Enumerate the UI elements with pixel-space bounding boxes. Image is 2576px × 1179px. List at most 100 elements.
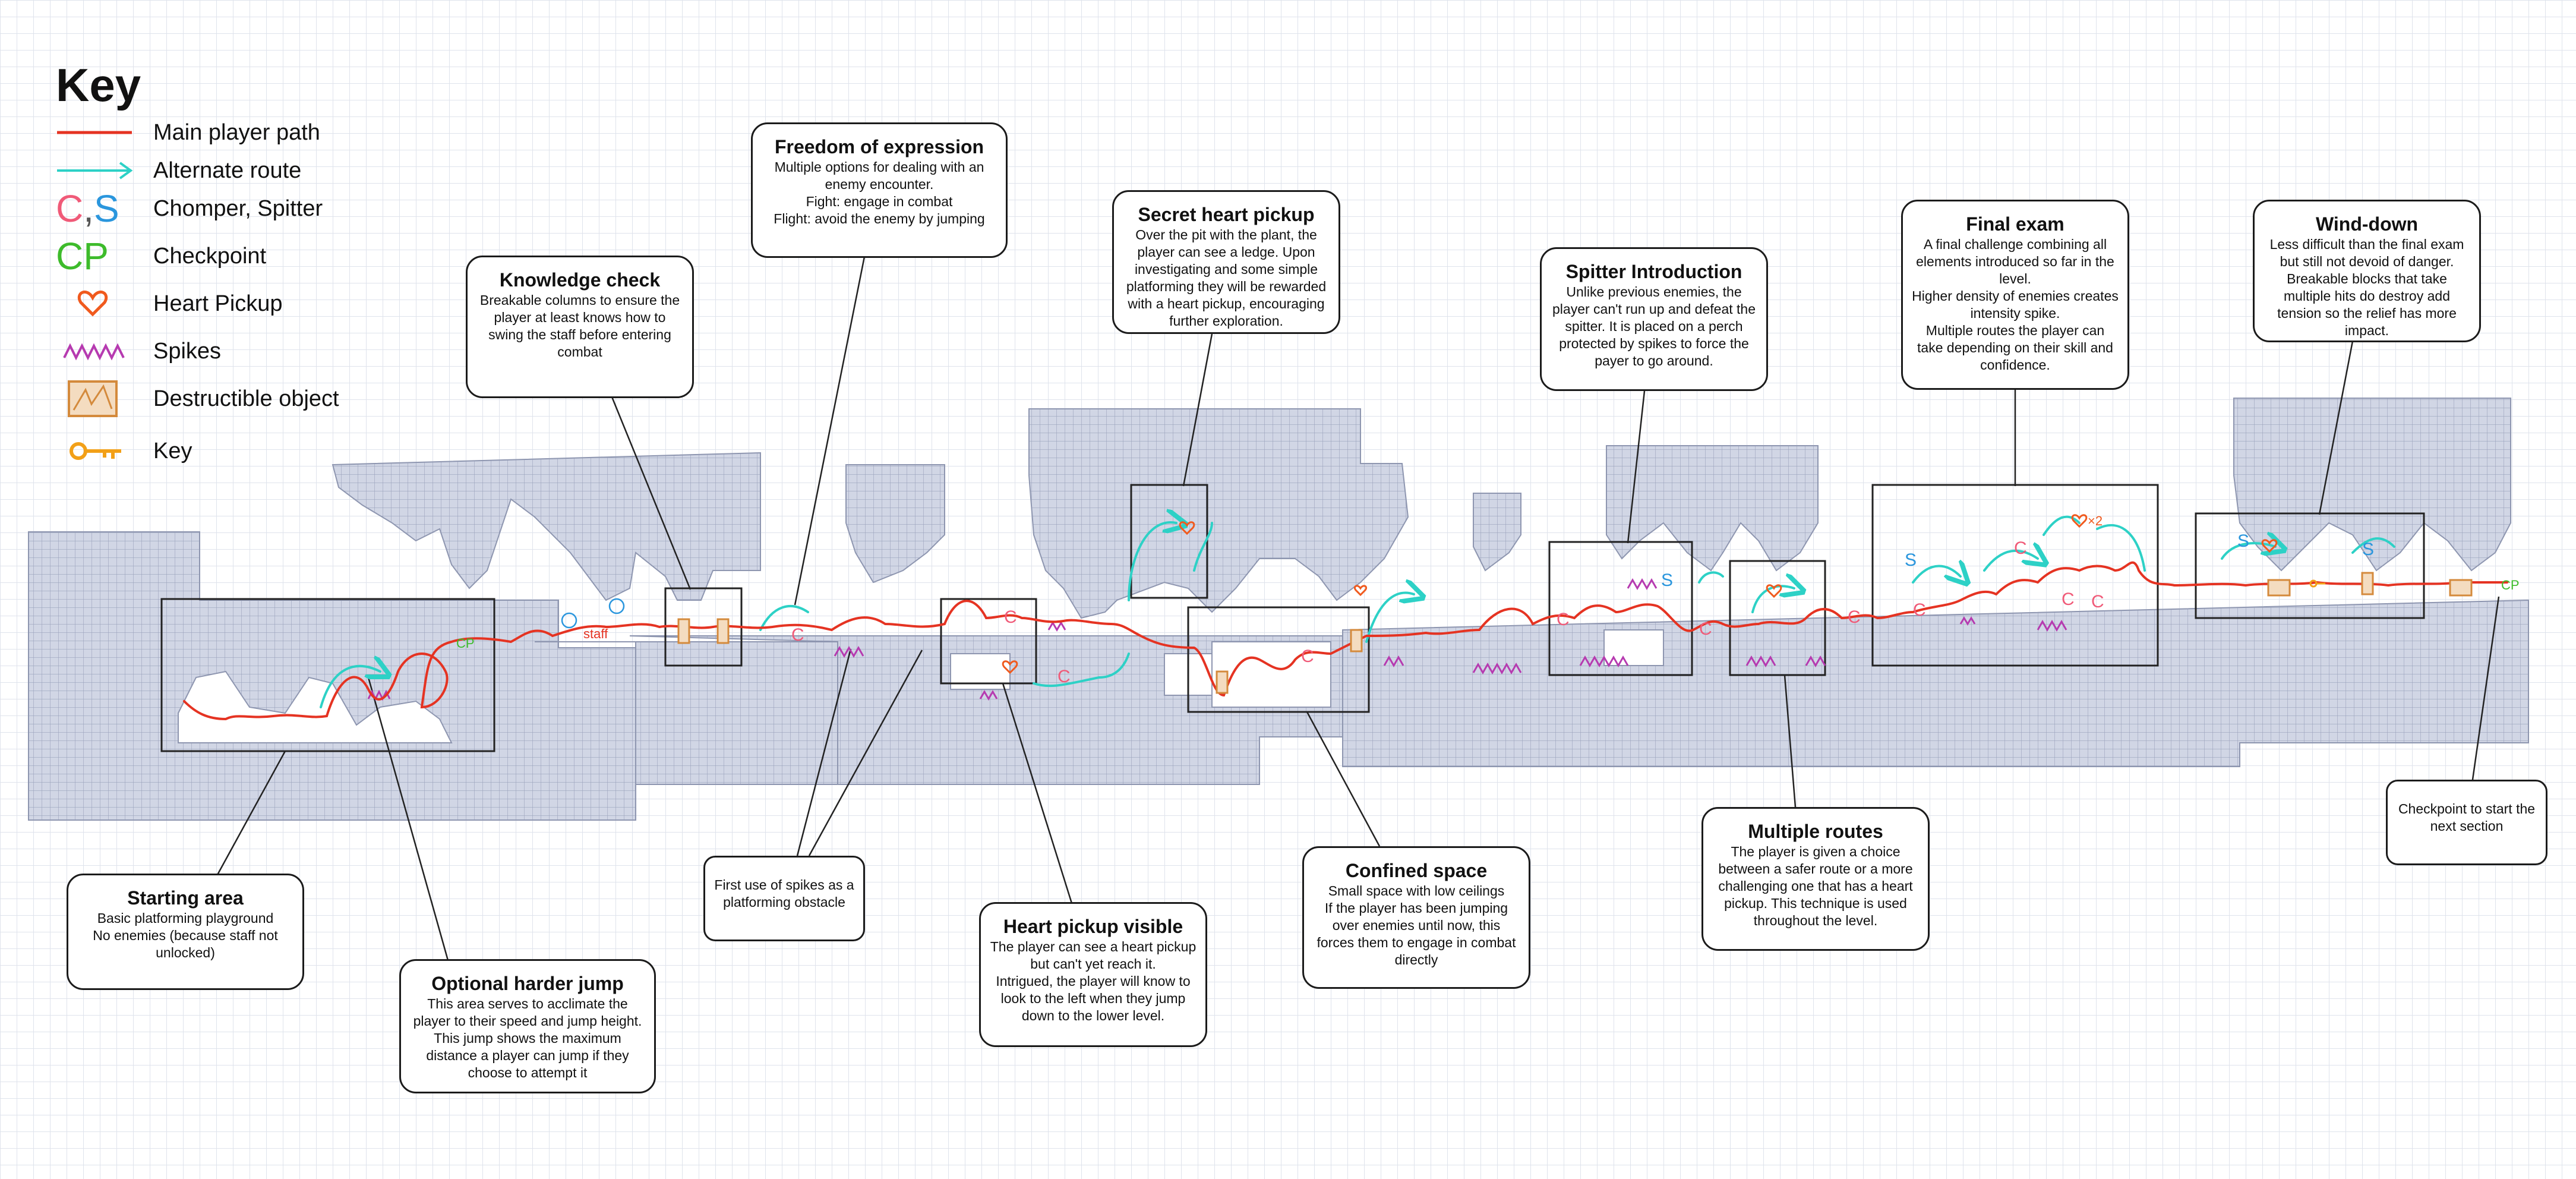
legend-heart: Heart Pickup: [56, 283, 283, 324]
heart-icon: [1179, 521, 1195, 535]
legend-destructible: Destructible object: [56, 378, 339, 420]
chomper-marker: C: [1004, 607, 1017, 627]
spitter-marker: S: [2237, 531, 2249, 551]
main-player-path: [183, 561, 2508, 721]
heart-icon: [1766, 584, 1782, 598]
legend-label: Key: [153, 438, 192, 464]
legend-label: Chomper, Spitter: [153, 196, 323, 221]
annotation-body: Basic platforming playground No enemies …: [93, 910, 278, 960]
crate-icon: [2361, 572, 2374, 595]
annotation-body: The player is given a choice between a s…: [1718, 844, 1913, 928]
annotation-wind-down: Wind-down Less difficult than the final …: [2253, 200, 2481, 342]
annotation-heart-visible: Heart pickup visible The player can see …: [979, 902, 1207, 1047]
chomper-marker: C: [1699, 619, 1712, 639]
annotation-body: The player can see a heart pickup but ca…: [990, 939, 1197, 1023]
legend-label: Main player path: [153, 119, 320, 145]
legend-label: Destructible object: [153, 386, 339, 411]
crate-icon: [677, 618, 690, 644]
ceiling-terrain: [332, 398, 2511, 619]
crate-icon: [68, 380, 118, 417]
annotation-body: A final challenge combining all elements…: [1912, 237, 2119, 373]
annotation-title: Final exam: [1966, 213, 2064, 235]
staff-label: staff: [583, 626, 608, 641]
annotation-confined-space: Confined space Small space with low ceil…: [1302, 846, 1530, 989]
legend-spikes: Spikes: [56, 330, 221, 372]
chomper-marker: C: [1913, 600, 1926, 620]
crate-icon: [2267, 579, 2291, 597]
annotation-body: First use of spikes as a platforming obs…: [714, 877, 854, 910]
checkpoint-marker: CP: [2501, 578, 2520, 592]
checkpoint-letters-icon: CP: [56, 235, 109, 278]
key-icon: [70, 442, 121, 460]
crate-icon: [2449, 579, 2473, 597]
spikes-obstacles: [367, 578, 2067, 701]
heart-icon: [78, 290, 108, 317]
chomper-marker: C: [791, 625, 804, 645]
legend-main-path: Main player path: [56, 112, 320, 153]
annotation-body: Unlike previous enemies, the player can'…: [1552, 284, 1756, 368]
annotation-title: Starting area: [127, 887, 244, 909]
key-pickup: [2309, 579, 2325, 588]
heart-pickups: [1002, 514, 2278, 674]
annotation-title: Confined space: [1345, 860, 1488, 881]
annotation-connectors: [216, 256, 2500, 961]
chomper-marker: C: [2014, 538, 2027, 558]
spikes-icon: [63, 343, 125, 361]
annotation-title: Multiple routes: [1748, 821, 1883, 842]
chomper-marker: C: [2091, 592, 2104, 611]
red-line-icon: [57, 131, 132, 134]
heart-icon: [1002, 660, 1018, 674]
annotation-optional-jump: Optional harder jump This area serves to…: [399, 959, 656, 1093]
annotation-title: Optional harder jump: [431, 973, 624, 994]
annotation-freedom-of-expression: Freedom of expression Multiple options f…: [751, 122, 1008, 258]
chomper-marker: C: [1557, 610, 1570, 629]
crate-icon: [716, 618, 730, 644]
annotation-title: Spitter Introduction: [1565, 261, 1742, 282]
legend-alt-route: Alternate route: [56, 150, 301, 191]
legend-label: Spikes: [153, 338, 222, 364]
crate-icon: [1216, 670, 1229, 694]
annotation-body: This area serves to acclimate the player…: [413, 996, 642, 1080]
level-pockets: [178, 629, 1664, 743]
annotation-secret-heart: Secret heart pickup Over the pit with th…: [1112, 190, 1340, 334]
crate-icon: [1350, 629, 1363, 652]
legend-key: Key: [56, 430, 192, 472]
annotation-final-exam: Final exam A final challenge combining a…: [1901, 200, 2129, 390]
annotation-title: Knowledge check: [499, 269, 661, 291]
annotation-body: Over the pit with the plant, the player …: [1126, 227, 1327, 329]
annotation-title: Heart pickup visible: [1003, 916, 1183, 937]
annotation-checkpoint-next: Checkpoint to start the next section: [2386, 780, 2547, 865]
chomper-marker: C: [1057, 667, 1071, 686]
legend-label: Alternate route: [153, 157, 302, 183]
spitter-marker: S: [1905, 550, 1917, 570]
heart-multiplier-label: ×2: [2088, 513, 2103, 528]
annotation-starting-area: Starting area Basic platforming playgrou…: [67, 874, 304, 990]
annotation-title: Freedom of expression: [774, 136, 984, 157]
annotation-first-spikes: First use of spikes as a platforming obs…: [703, 856, 865, 941]
enemy-markers: C C C C C C C C C C C S S S S: [791, 531, 2374, 686]
annotation-body: Breakable columns to ensure the player a…: [479, 292, 680, 360]
legend-title: Key: [56, 59, 141, 111]
annotation-title: Secret heart pickup: [1138, 204, 1315, 225]
annotation-multiple-routes: Multiple routes The player is given a ch…: [1701, 807, 1930, 951]
enemy-letters-icon: C,S: [56, 187, 119, 230]
legend-checkpoint: CP Checkpoint: [56, 235, 267, 278]
checkpoint-marker: CP: [456, 636, 475, 651]
heart-icon: [2261, 539, 2278, 553]
annotation-spitter-introduction: Spitter Introduction Unlike previous ene…: [1540, 247, 1768, 391]
heart-icon: [1353, 585, 1368, 597]
annotation-knowledge-check: Knowledge check Breakable columns to ens…: [466, 256, 694, 398]
staff-pickup: [561, 598, 625, 629]
legend-enemies: C,S Chomper, Spitter: [56, 187, 323, 230]
legend-label: Checkpoint: [153, 243, 267, 269]
spitter-marker: S: [2362, 540, 2374, 559]
heart-icon: [2071, 514, 2088, 528]
chomper-marker: C: [2062, 590, 2075, 609]
chomper-marker: C: [1301, 647, 1314, 666]
teal-arrow-icon: [57, 162, 133, 179]
annotation-title: Wind-down: [2315, 213, 2419, 235]
chomper-marker: C: [1848, 607, 1861, 627]
annotation-body: Checkpoint to start the next section: [2398, 801, 2536, 834]
legend-label: Heart Pickup: [153, 291, 283, 316]
